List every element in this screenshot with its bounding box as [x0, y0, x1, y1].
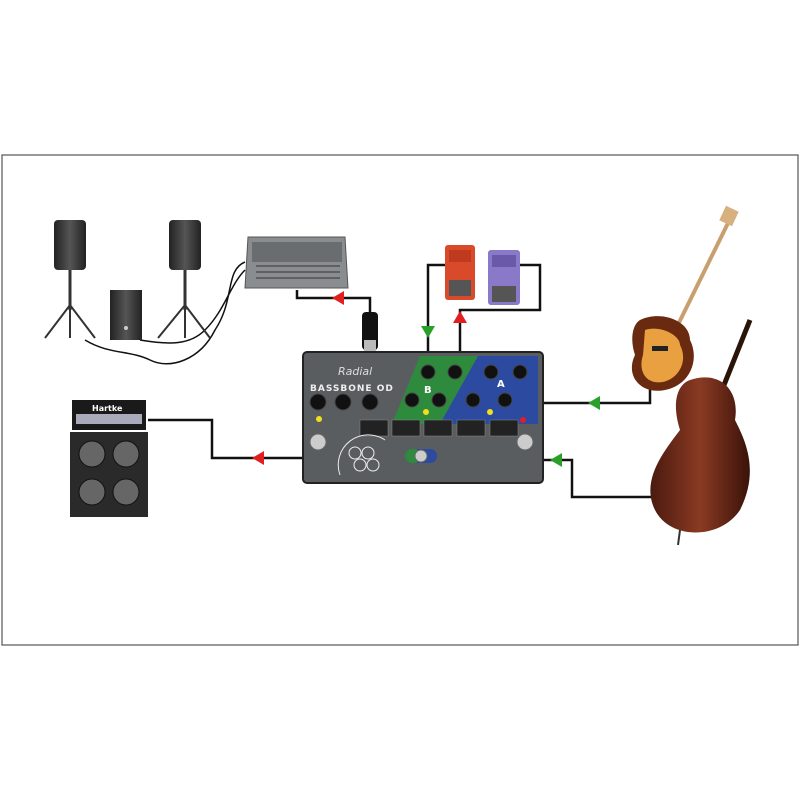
- knob: [512, 364, 528, 380]
- channel-a-label: A: [497, 379, 505, 390]
- upright-double-bass: [650, 319, 753, 546]
- mixing-console: [244, 236, 349, 289]
- input-arrow-icon: [550, 453, 562, 467]
- knob: [497, 392, 513, 408]
- channel-b-label: B: [424, 385, 432, 396]
- cable-speaker-left: [84, 261, 246, 365]
- subwoofer: [110, 290, 142, 340]
- effect-pedal-red: [445, 245, 475, 300]
- output-arrow-icon: [453, 311, 467, 323]
- knob: [334, 393, 352, 411]
- amp-brand: Hartke: [92, 404, 123, 413]
- model-label: BASSBONE OD: [310, 384, 394, 394]
- bass-amp: Hartke: [70, 400, 148, 517]
- cable-bass-guitar: [543, 388, 652, 405]
- input-arrow-icon: [421, 326, 435, 338]
- pa-speaker-left: [44, 220, 96, 339]
- knob: [420, 364, 436, 380]
- output-arrow-icon: [332, 291, 344, 305]
- brand-logo: Radial: [338, 365, 372, 378]
- bassbone-od-pedal: Radial BASSBONE OD B A: [302, 351, 544, 484]
- ab-footswitch[interactable]: [414, 449, 428, 463]
- xlr-connector: [362, 312, 378, 352]
- knob: [361, 393, 379, 411]
- knob: [483, 364, 499, 380]
- cable-return: [458, 263, 542, 352]
- effect-pedal-purple: [488, 250, 520, 305]
- knob: [465, 392, 481, 408]
- footswitch[interactable]: [516, 433, 534, 451]
- knob: [431, 392, 447, 408]
- knob: [404, 392, 420, 408]
- electric-bass-guitar: [631, 205, 739, 391]
- footswitch[interactable]: [309, 433, 327, 451]
- bone-logo: [337, 434, 386, 476]
- knob: [447, 364, 463, 380]
- knob: [309, 393, 327, 411]
- input-arrow-icon: [588, 396, 600, 410]
- output-arrow-icon: [252, 451, 264, 465]
- cable-send: [426, 263, 445, 352]
- pa-speaker-right: [157, 220, 211, 339]
